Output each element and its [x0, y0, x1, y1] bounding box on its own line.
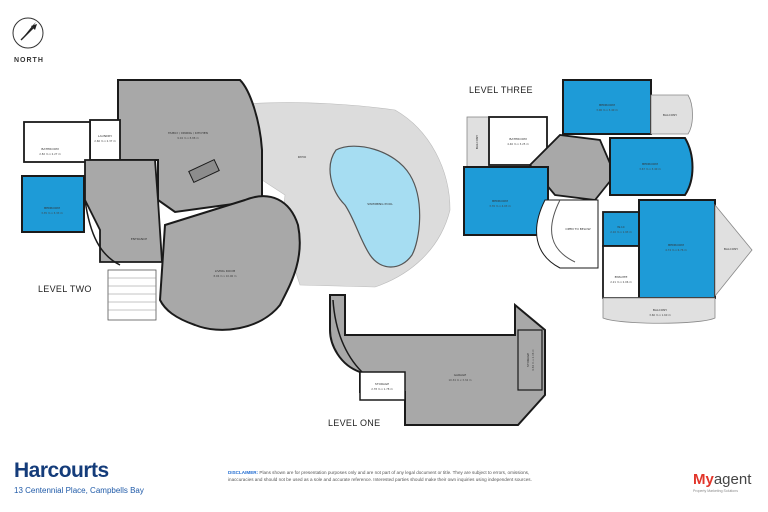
agent-subtitle: Property Marketing Solutions	[693, 489, 738, 493]
size-bedroom-left: 3.76 m x 4.03 m	[489, 204, 511, 208]
label-entrance: ENTRANCE	[131, 237, 147, 241]
label-balcony-bottom: BALCONY	[653, 308, 667, 312]
label-master: BEDROOM	[668, 243, 684, 247]
disclaimer: DISCLAIMER: Plans shown are for presenta…	[228, 470, 550, 484]
label-bath3: BATHROOM	[509, 137, 527, 141]
size-ensuite: 2.21 m x 2.06 m	[610, 280, 632, 284]
room-balcony-bottom	[602, 297, 716, 324]
north-label: NORTH	[14, 57, 44, 64]
level-two-plan	[21, 79, 301, 331]
label-bedroom-top: BEDROOM	[599, 103, 615, 107]
label-living: LIVING ROOM	[215, 269, 236, 273]
agent-logo-prefix: My	[693, 471, 714, 488]
label-balcony-tr: BALCONY	[663, 113, 677, 117]
size-laundry: 2.66 m x 2.37 m	[94, 139, 116, 143]
room-balcony-tr	[650, 94, 693, 135]
label-garage: GARAGE	[454, 373, 467, 377]
size-master: 4.74 m x 6.76 m	[665, 248, 687, 252]
size-bed2: 3.35 m x 3.33 m	[41, 211, 63, 215]
label-balcony-left: BALCONY	[475, 135, 479, 149]
room-bed2	[21, 175, 85, 233]
room-garage	[329, 294, 546, 426]
level-one-label: LEVEL ONE	[328, 418, 381, 428]
size-storage1: 2.78 m x 1.78 m	[371, 387, 393, 391]
size-family: 9.04 m x 8.88 m	[177, 136, 199, 140]
label-wic: W.I.C	[617, 225, 625, 229]
level-two-label: LEVEL TWO	[38, 284, 92, 294]
room-master	[638, 199, 716, 299]
size-storage2: 9.64 m x 2.06 m	[531, 349, 535, 371]
room-living	[158, 195, 301, 331]
size-bath3: 4.46 m x 3.25 m	[507, 142, 529, 146]
label-ensuite: ENSUITE	[615, 275, 628, 279]
north-arrow-icon	[12, 17, 44, 49]
size-balcony-bottom: 3.66 m x 1.60 m	[649, 313, 671, 317]
room-ensuite	[602, 245, 640, 299]
room-entrance	[84, 159, 163, 263]
level-three-label: LEVEL THREE	[469, 85, 533, 95]
label-open-below: OPEN TO BELOW	[565, 227, 590, 231]
brand-logo: Harcourts	[14, 459, 109, 482]
label-bedroom-left: BEDROOM	[492, 199, 508, 203]
agent-logo-suffix: agent	[713, 471, 752, 488]
label-laundry: LAUNDRY	[98, 134, 112, 138]
room-storage2	[517, 329, 543, 391]
agent-logo: Myagent	[693, 471, 751, 488]
label-balcony-side: BALCONY	[724, 247, 738, 251]
label-patio: PATIO	[298, 155, 307, 159]
level-one-plan	[329, 294, 546, 426]
room-open-below	[536, 199, 599, 269]
label-pool: SWIMMING POOL	[367, 202, 393, 206]
size-bedroom-right: 3.67 m x 3.40 m	[639, 167, 661, 171]
room-balcony-side	[714, 203, 753, 298]
label-storage2: STORAGE	[526, 353, 530, 367]
disclaimer-text: Plans shown are for presentation purpose…	[228, 470, 532, 482]
label-storage1: STORAGE	[375, 382, 389, 386]
swimming-pool	[329, 145, 421, 268]
room-bedroom-right	[609, 137, 694, 196]
size-garage: 10.34 m x 3.34 m	[448, 378, 472, 382]
size-wic: 2.10 m x 1.93 m	[610, 230, 632, 234]
level-three-plan	[463, 79, 753, 324]
room-bedroom-top	[562, 79, 652, 135]
property-address: 13 Centennial Place, Campbells Bay	[14, 486, 144, 495]
room-storage1	[359, 371, 406, 401]
footer	[0, 452, 768, 512]
size-living: 8.06 m x 10.06 m	[213, 274, 237, 278]
room-wic	[602, 211, 640, 247]
label-bedroom-right: BEDROOM	[642, 162, 658, 166]
size-bath2: 2.82 m x 2.27 m	[39, 152, 61, 156]
disclaimer-label: DISCLAIMER:	[228, 470, 259, 475]
label-family: FAMILY / DINING / KITCHEN	[168, 131, 208, 135]
label-bed2: BEDROOM	[44, 206, 60, 210]
label-bath2: BATHROOM	[41, 147, 59, 151]
size-bedroom-top: 3.06 m x 3.40 m	[596, 108, 618, 112]
room-bath2	[23, 121, 91, 163]
